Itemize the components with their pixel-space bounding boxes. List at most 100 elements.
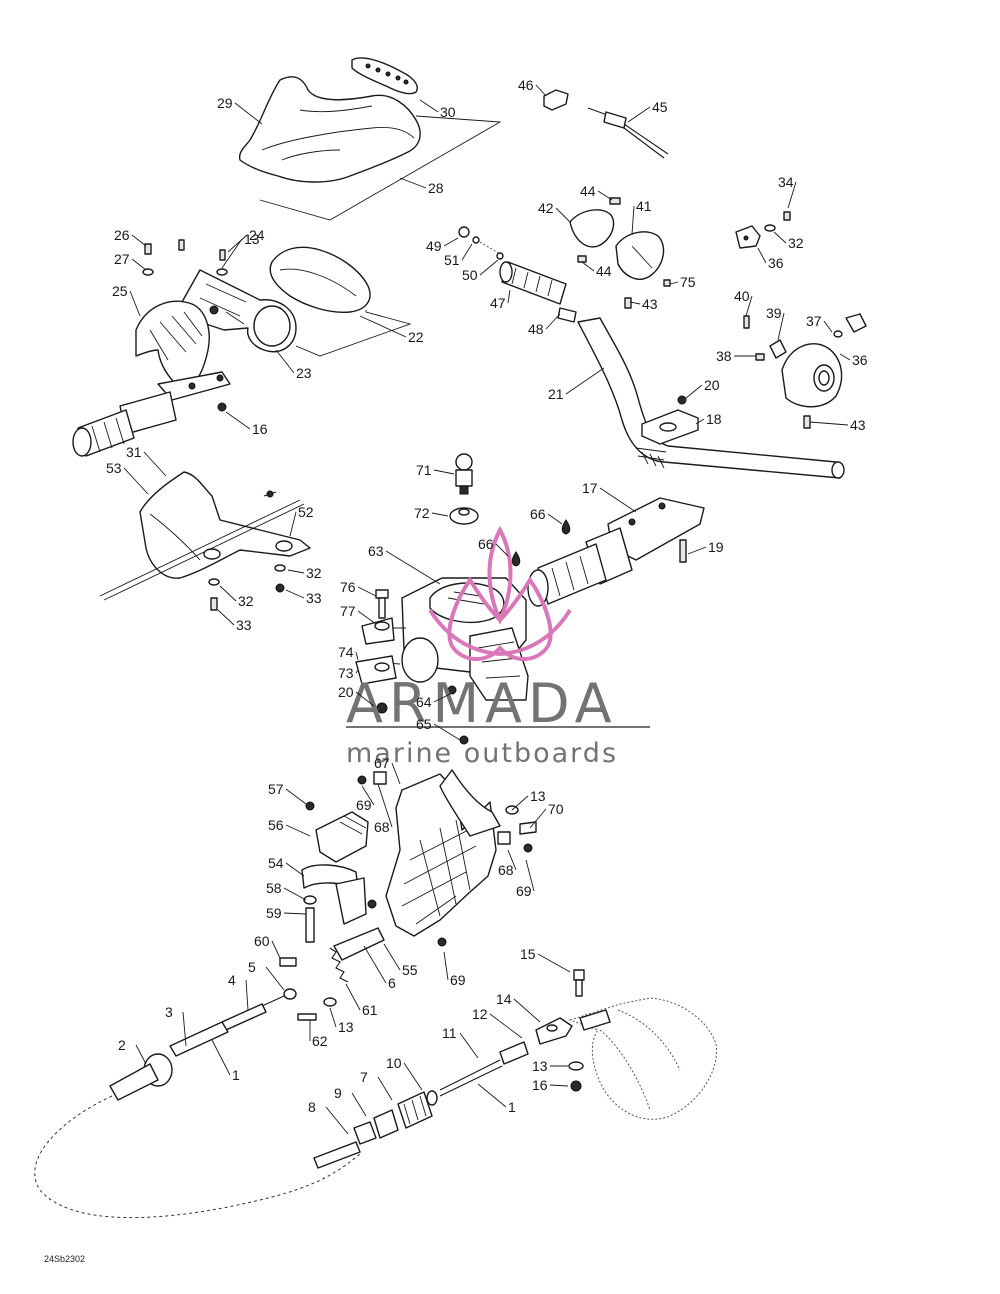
callout-label: 32: [306, 565, 322, 581]
callout-label: 29: [217, 95, 233, 111]
callout-label: 69: [516, 883, 532, 899]
right-grip-part: [527, 497, 705, 607]
leader-line: [631, 205, 635, 235]
callout-label: 51: [444, 252, 460, 268]
callout-label: 17: [582, 480, 598, 496]
callout-label: 52: [298, 504, 314, 520]
leader-line: [351, 1092, 367, 1117]
leader-line: [245, 979, 249, 1011]
callout-label: 32: [238, 593, 254, 609]
callout-label: 34: [778, 174, 794, 190]
callout-label: 28: [428, 180, 444, 196]
handlebar-padding-part: [238, 76, 421, 183]
leader-line: [357, 586, 377, 597]
callout-label: 77: [340, 603, 356, 619]
badge-part: [351, 57, 418, 95]
callout-label: 39: [766, 305, 782, 321]
steering-cable-center: [313, 1041, 529, 1169]
leader-line: [477, 1083, 507, 1108]
callout-label: 16: [532, 1077, 548, 1093]
callout-label: 13: [338, 1019, 354, 1035]
leader-line: [773, 231, 787, 244]
callout-label: 68: [374, 819, 390, 835]
handlebar-pad-part: [269, 246, 371, 314]
callout-label: 73: [338, 665, 354, 681]
leader-line: [685, 384, 703, 399]
leader-line: [217, 609, 235, 626]
leader-line: [143, 451, 167, 477]
callout-label: 22: [408, 329, 424, 345]
leader-line: [385, 550, 441, 585]
leader-line: [419, 99, 439, 113]
leader-line: [511, 795, 529, 811]
leader-line: [359, 315, 407, 338]
callout-label: 66: [530, 506, 546, 522]
leader-line: [513, 998, 541, 1023]
leader-line: [745, 295, 753, 317]
leader-line: [135, 1044, 147, 1065]
leader-line: [687, 546, 707, 555]
leader-line: [345, 983, 361, 1011]
callout-label: 46: [518, 77, 534, 93]
leader-line: [377, 783, 393, 828]
callout-label: 24: [249, 227, 265, 243]
steering-cable-left: [34, 988, 361, 1219]
leader-line: [123, 467, 149, 495]
callout-label: 43: [642, 296, 658, 312]
lubricant-drop-icon: [511, 551, 521, 567]
leader-line: [265, 966, 285, 991]
lubricant-drop-icon: [561, 519, 571, 535]
leader-line: [433, 723, 461, 741]
leader-line: [403, 1062, 423, 1091]
callout-label: 54: [268, 855, 284, 871]
leader-line: [597, 190, 613, 201]
callout-label: 18: [706, 411, 722, 427]
leader-line: [363, 945, 387, 984]
leader-line: [283, 887, 307, 901]
leader-line: [535, 84, 547, 97]
callout-label: 7: [360, 1069, 368, 1085]
leader-line: [383, 943, 401, 971]
steering-support-part: [385, 769, 501, 937]
leader-line: [234, 102, 263, 125]
callout-label: 69: [450, 972, 466, 988]
leader-line: [545, 313, 561, 330]
callout-label: 32: [788, 235, 804, 251]
leader-line: [227, 234, 248, 253]
leader-line: [461, 243, 473, 261]
callout-label: 69: [356, 797, 372, 813]
leader-line: [629, 301, 641, 305]
right-grip-parts: [458, 226, 577, 323]
callout-label: 58: [266, 880, 282, 896]
left-bracket-part: [99, 471, 311, 601]
small-screw-part: [297, 997, 337, 1021]
callout-label: 60: [254, 933, 270, 949]
leader-line: [443, 237, 459, 247]
callout-label: 20: [704, 377, 720, 393]
leader-line: [355, 651, 359, 661]
callout-label: 13: [532, 1058, 548, 1074]
callout-label: 57: [268, 781, 284, 797]
callout-label: 45: [652, 99, 668, 115]
callout-label: 67: [374, 755, 390, 771]
leader-line: [507, 289, 511, 304]
leader-line: [757, 247, 767, 264]
leader-line: [443, 951, 449, 981]
leader-line: [285, 824, 311, 837]
drawing-code: 24Sb2302: [44, 1254, 85, 1264]
leader-line: [377, 1076, 393, 1101]
leader-line: [225, 411, 251, 430]
callout-label: 20: [338, 684, 354, 700]
leader-line: [555, 207, 571, 223]
callout-label: 42: [538, 200, 554, 216]
callout-label: 36: [852, 352, 868, 368]
leader-line: [285, 788, 307, 805]
leader-line: [507, 849, 517, 871]
callout-label: 21: [548, 386, 564, 402]
leader-line: [459, 1032, 479, 1059]
callout-label: 63: [368, 543, 384, 559]
left-fasteners: [142, 239, 286, 611]
throttle-housing-part: [569, 197, 671, 309]
leader-line: [355, 691, 375, 707]
